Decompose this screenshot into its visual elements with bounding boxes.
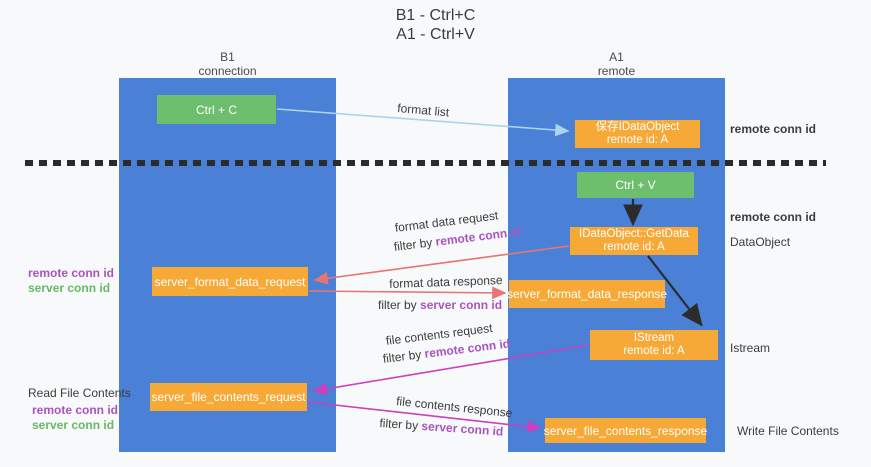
node-server-format-data-request-label: server_format_data_request [154,274,306,289]
node-server-file-contents-response: server_file_contents_response [543,418,708,443]
filter-prefix: filter by [393,235,434,254]
edge-label-file-contents-response-filter: filter by server conn id [379,416,504,439]
side-label-read-file-contents: Read File Contents [28,386,131,400]
edge-label-format-list: format list [396,101,450,120]
side-label-remote-conn-id-file: remote conn id [32,403,119,417]
node-ctrl-v-label: Ctrl + V [615,178,656,192]
side-label-dataobject: DataObject [730,235,791,249]
node-ctrl-v: Ctrl + V [577,172,694,198]
filter-key-server-conn-id: server conn id [420,298,503,312]
lifeline-header-b1: B1 connection [119,50,336,78]
lifeline-a1-name: A1 [609,50,624,64]
copy-paste-divider-line [25,160,826,166]
node-istream: IStream remote id: A [590,330,718,360]
node-server-format-data-response: server_format_data_response [506,280,668,308]
side-label-remote-conn-id-mid: remote conn id [730,210,817,224]
edge-label-file-contents-response: file contents response [395,394,514,421]
filter-prefix: filter by [379,416,419,433]
filter-prefix: filter by [382,347,423,366]
side-label-write-file-contents: Write File Contents [737,424,839,438]
edge-label-format-data-response-filter: filter by server conn id [378,298,502,312]
node-save-dataobject-line1: 保存IDataObject [595,121,680,133]
node-server-file-contents-request: server_file_contents_request [150,383,307,411]
node-getdata-line2: remote id: A [603,241,665,253]
title-line-1: B1 - Ctrl+C [395,7,476,24]
side-label-remote-conn-id-format: remote conn id [28,266,115,280]
node-save-dataobject-line2: remote id: A [606,134,669,146]
node-server-file-contents-request-label: server_file_contents_request [151,390,306,404]
title-line-2: A1 - Ctrl+V [396,26,475,43]
lifeline-b1-name: B1 [220,50,235,64]
node-ctrl-c-label: Ctrl + C [195,102,237,117]
side-label-server-conn-id-file: server conn id [32,418,115,432]
node-getdata-line1: IDataObject::GetData [579,228,689,240]
side-label-istream: Istream [730,341,771,355]
lifeline-header-a1: A1 remote [508,50,725,78]
filter-key-server-conn-id: server conn id [420,418,504,439]
node-istream-line2: remote id: A [623,345,685,357]
lifeline-b1-role: connection [198,64,257,78]
edge-label-format-data-response: format data response [389,273,503,291]
node-save-dataobject: 保存IDataObject remote id: A [575,120,700,148]
node-server-file-contents-response-label: server_file_contents_response [543,423,708,438]
side-labels-format-conn-ids: remote conn id server conn id [28,266,114,296]
diagram-title: B1 - Ctrl+C A1 - Ctrl+V [0,6,871,44]
node-idataobject-getdata: IDataObject::GetData remote id: A [570,227,698,255]
filter-prefix: filter by [378,298,417,312]
node-server-format-data-request: server_format_data_request [152,267,308,296]
lifeline-a1-role: remote [597,64,636,78]
node-server-format-data-response-label: server_format_data_response [506,287,668,301]
side-label-remote-conn-id-top: remote conn id [730,122,817,136]
node-ctrl-c: Ctrl + C [157,95,276,124]
side-label-server-conn-id-format: server conn id [28,281,111,295]
side-labels-file-conn-ids: remote conn id server conn id [32,403,118,433]
arrow-format-data-response [308,286,507,300]
node-istream-line1: IStream [633,332,675,344]
